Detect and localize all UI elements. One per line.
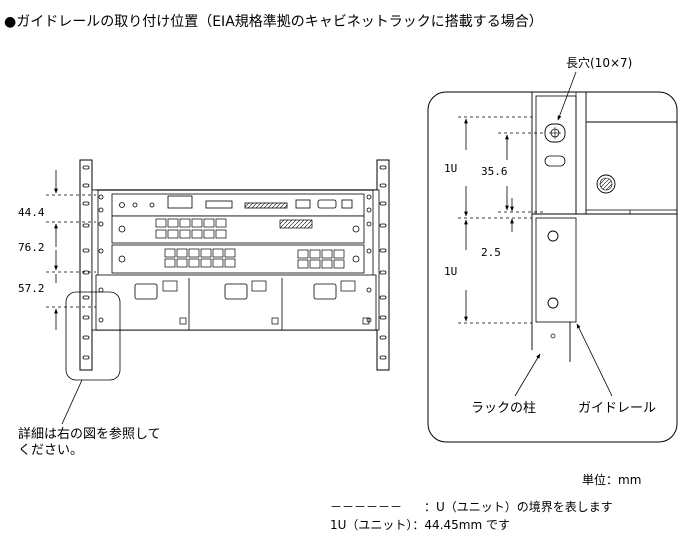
- detail-leader-line: [61, 379, 83, 425]
- controller-module: [98, 193, 372, 217]
- dimension-label-57-2: 57.2: [18, 282, 45, 295]
- dimension-label-35-6: 35.6: [481, 165, 508, 178]
- power-inlet-3: [313, 283, 337, 300]
- unit-label-bottom: 1U: [444, 265, 457, 278]
- note-line-2: ください。: [18, 443, 83, 458]
- power-supply-bay: [95, 274, 377, 331]
- unit-boundaries-right: [458, 116, 545, 324]
- left-rack-post: [79, 159, 93, 371]
- line-card-2: [98, 244, 372, 274]
- legend: 単位：mm －－－－－－ ：U（ユニット）の境界を表します 1U（ユニット）：4…: [330, 472, 641, 532]
- screw-icon: [596, 174, 616, 194]
- dimension-label-2-5: 2.5: [481, 246, 501, 259]
- unit-size-description: 1U（ユニット）：44.45mm です: [330, 518, 510, 532]
- dimension-label-44-4: 44.4: [18, 206, 45, 219]
- unit-boundaries-left: [46, 194, 96, 308]
- boundary-description: ：U（ユニット）の境界を表します: [424, 499, 613, 514]
- rack-post-label: ラックの柱: [471, 401, 536, 416]
- guide-rail-label: ガイドレール: [578, 401, 656, 416]
- note-line-1: 詳細は右の図を参照して: [18, 426, 161, 442]
- slot-hole: [544, 123, 566, 143]
- line-card-1: [98, 215, 372, 244]
- detail-frame: [427, 91, 678, 443]
- power-inlet-1: [134, 283, 158, 300]
- right-detail-figure: 1U 35.6 2.5 1U 長穴(10×7) ラックの柱 ガイドレール: [427, 55, 678, 443]
- guide-rail: [535, 217, 577, 323]
- left-rack-figure: 44.4 76.2 57.2 詳細は右の図を参照して ください。: [18, 159, 390, 458]
- detail-callout-frame: [65, 291, 121, 381]
- slot-hole-label: 長穴(10×7): [566, 55, 632, 70]
- unit-text: 単位：mm: [582, 472, 641, 487]
- unit-label-top: 1U: [444, 162, 457, 175]
- power-inlet-2: [224, 283, 248, 300]
- page-title: ●ガイドレールの取り付け位置（EIA規格準拠のキャビネットラックに搭載する場合）: [4, 14, 543, 30]
- boundary-dashes: －－－－－－: [330, 500, 402, 514]
- dimension-label-76-2: 76.2: [18, 241, 45, 254]
